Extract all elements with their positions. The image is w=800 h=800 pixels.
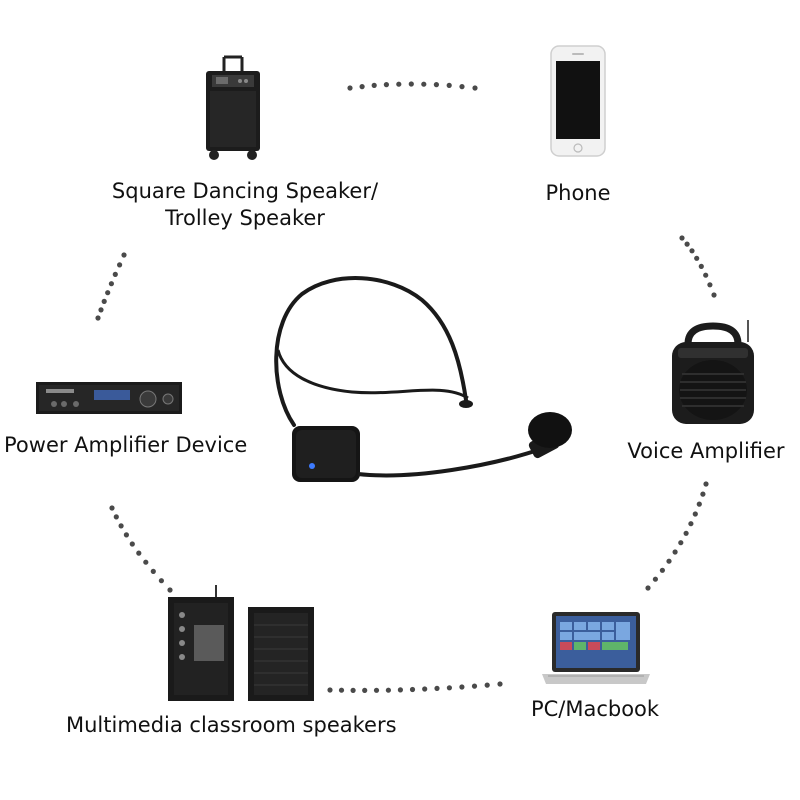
connector-dot [129,541,135,547]
connector-dot [711,292,717,298]
classroom-speakers-label: Multimedia classroom speakers [66,713,397,737]
connector-dot [101,298,107,304]
connector-dot [678,540,684,546]
connector-dot [409,686,416,693]
connector-dot [117,262,123,268]
phone-label: Phone [545,181,611,205]
connector-dot [698,263,704,269]
connector-dot [167,587,173,593]
connector-dot [383,82,389,88]
connector-dot [497,681,503,687]
connector-dot [362,687,368,694]
connector-dot [446,685,452,691]
connector-dot [679,235,685,241]
classroom-speakers-image [164,585,320,703]
voice-amplifier-image [666,318,760,428]
connector-dot [359,84,365,90]
connector-dot [688,521,694,527]
connector-dot [371,82,377,88]
connector-dot [123,532,129,538]
connector-dot [338,687,345,693]
power-amplifier-image [36,380,182,416]
connector-dot [459,684,465,690]
connector-dot [105,290,111,296]
trolley-speaker-label: Square Dancing Speaker/ Trolley Speaker [95,178,395,232]
connector-dot [422,686,428,692]
connector-dot [645,585,651,591]
connector-dot [121,252,127,258]
connector-dot [350,687,356,694]
connector-dot [150,568,156,575]
connector-dot [396,81,402,87]
connector-dot [689,248,695,254]
connector-dot [446,82,452,88]
connector-dot [694,255,700,261]
connector-dot [347,85,353,91]
connector-dot [118,523,124,529]
connector-dot [108,281,114,287]
connector-dot [472,85,478,91]
connector-dot [373,687,380,693]
connector-dot [683,530,689,536]
connector-dot [692,511,698,517]
connector-dot [684,241,690,247]
connector-dot [143,559,149,565]
connector-dot [484,682,490,688]
connector-dot [98,307,104,313]
connector-dot [433,82,439,88]
connector-dot [408,81,414,87]
connector-dot [136,550,142,556]
connector-dot [652,576,659,582]
connector-dot [421,81,427,87]
power-amplifier-label: Power Amplifier Device [4,433,248,457]
connector-dot [696,501,702,507]
trolley-speaker-label-line1: Square Dancing Speaker/ [111,179,379,203]
connector-dot [700,491,706,497]
connector-dot [434,685,440,692]
connector-dot [95,315,101,321]
connector-dot [703,272,709,278]
connector-dot [327,687,333,693]
voice-amplifier-label: Voice Amplifier [627,439,785,463]
pc-macbook-label: PC/Macbook [530,697,660,721]
connector-dot [397,687,403,693]
laptop-image [538,610,654,688]
connector-dot [385,687,391,693]
connector-dot [109,505,115,511]
trolley-speaker-image [200,55,266,161]
connector-dot [707,282,713,288]
headset-microphone-image [262,270,582,496]
trolley-speaker-label-line2: Trolley Speaker [165,206,325,230]
connector-dot [666,558,672,564]
connector-dot [672,549,678,555]
connector-dot [459,84,465,90]
connector-dot [112,271,118,277]
connector-dot [659,567,666,573]
connector-dot [158,578,164,584]
connector-dot [703,481,709,487]
connector-dot [471,683,478,689]
connector-dot [113,514,119,520]
phone-image [550,45,606,157]
